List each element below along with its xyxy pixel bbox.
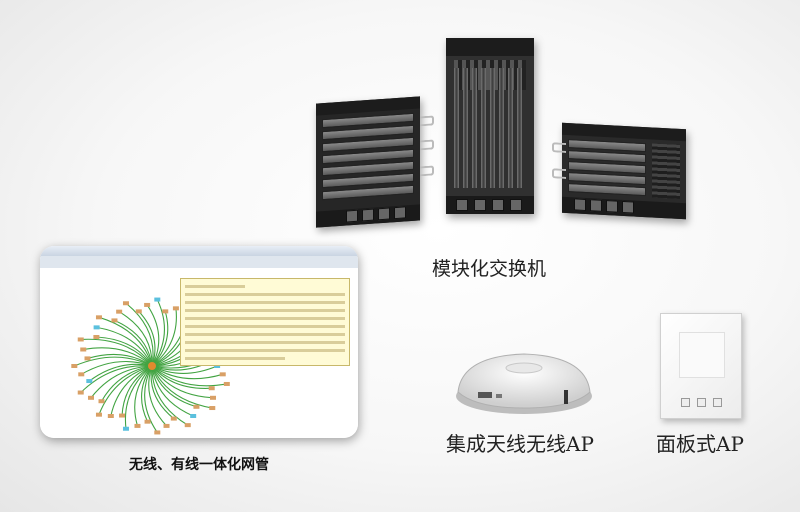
topology-link: [88, 363, 153, 382]
topology-link: [98, 365, 153, 415]
topology-link: [80, 365, 153, 393]
topology-node: [172, 306, 179, 311]
topology-link: [151, 365, 218, 374]
topology-link: [146, 304, 160, 367]
topology-link: [125, 302, 154, 367]
topology-link: [80, 361, 153, 375]
topology-hub-node: [148, 362, 156, 370]
topology-node: [93, 325, 100, 330]
topology-link: [148, 365, 167, 427]
topology-link: [118, 311, 153, 367]
topology-node: [214, 364, 221, 368]
topology-node: [84, 356, 91, 361]
topology-link: [151, 365, 213, 409]
topology-link: [151, 299, 166, 367]
topology-node: [87, 395, 94, 400]
topology-link: [96, 326, 153, 367]
topology-link: [151, 308, 177, 367]
topology-link: [114, 319, 153, 367]
topology-node: [116, 309, 123, 314]
topology-link: [110, 365, 153, 417]
topology-link: [144, 365, 158, 433]
topology-node: [144, 302, 151, 307]
topology-node: [223, 381, 230, 386]
topology-node: [77, 390, 84, 395]
topology-node: [219, 372, 226, 377]
topology-node: [144, 419, 151, 424]
device-info-box: [180, 278, 350, 366]
topology-link: [83, 347, 153, 367]
topology-link: [121, 365, 153, 416]
topology-node: [135, 309, 142, 314]
modular-switch-label: 模块化交换机: [432, 258, 547, 280]
topology-link: [151, 365, 223, 380]
panel-ap-icon: [660, 313, 742, 419]
topology-link: [74, 356, 153, 367]
topology-link: [87, 353, 153, 367]
topology-node: [184, 423, 191, 428]
topology-link: [80, 338, 153, 367]
topology-link: [151, 365, 197, 408]
topology-node: [95, 412, 102, 417]
topology-node: [134, 423, 141, 428]
topology-node: [95, 315, 102, 320]
topology-link: [151, 365, 227, 387]
topology-node: [71, 364, 78, 368]
topology-link: [90, 365, 153, 399]
topology-node: [107, 413, 114, 418]
topology-link: [96, 336, 153, 367]
topology-node: [80, 347, 87, 352]
switch-chassis-center-icon: [446, 38, 534, 214]
topology-node: [98, 399, 105, 404]
topology-link: [141, 365, 153, 422]
switch-chassis-left-icon: [316, 96, 434, 228]
topology-node: [119, 413, 126, 418]
topology-link: [138, 310, 156, 367]
topology-node: [154, 297, 161, 302]
topology-link: [151, 365, 189, 426]
topology-node: [86, 379, 93, 384]
topology-node: [154, 430, 161, 435]
topology-node: [208, 386, 215, 391]
topology-node: [210, 395, 217, 400]
topology-node: [163, 423, 170, 428]
network-management-screenshot: [40, 246, 358, 438]
topology-node: [170, 416, 177, 421]
topology-link: [151, 365, 194, 417]
topology-link: [101, 365, 153, 402]
topology-link: [98, 316, 153, 367]
topology-node: [78, 372, 85, 377]
topology-node: [190, 413, 197, 418]
topology-link: [151, 365, 214, 399]
topology-link: [124, 365, 153, 429]
topology-node: [122, 426, 129, 431]
topology-node: [111, 318, 118, 323]
topology-link: [151, 365, 212, 389]
unified-management-label: 无线、有线一体化网管: [129, 457, 269, 473]
topology-node: [209, 406, 216, 411]
topology-node: [193, 404, 200, 409]
topology-node: [122, 301, 129, 306]
topology-node: [162, 309, 169, 314]
topology-node: [77, 337, 84, 342]
topology-link: [150, 365, 175, 420]
topology-link: [134, 365, 153, 427]
switch-chassis-right-icon: [552, 122, 686, 220]
topology-link: [151, 311, 169, 367]
panel-ap-label: 面板式AP: [656, 432, 744, 456]
wireless-ap-label: 集成天线无线AP: [446, 432, 594, 456]
ceiling-ap-icon: [456, 353, 592, 414]
topology-node: [93, 335, 100, 340]
